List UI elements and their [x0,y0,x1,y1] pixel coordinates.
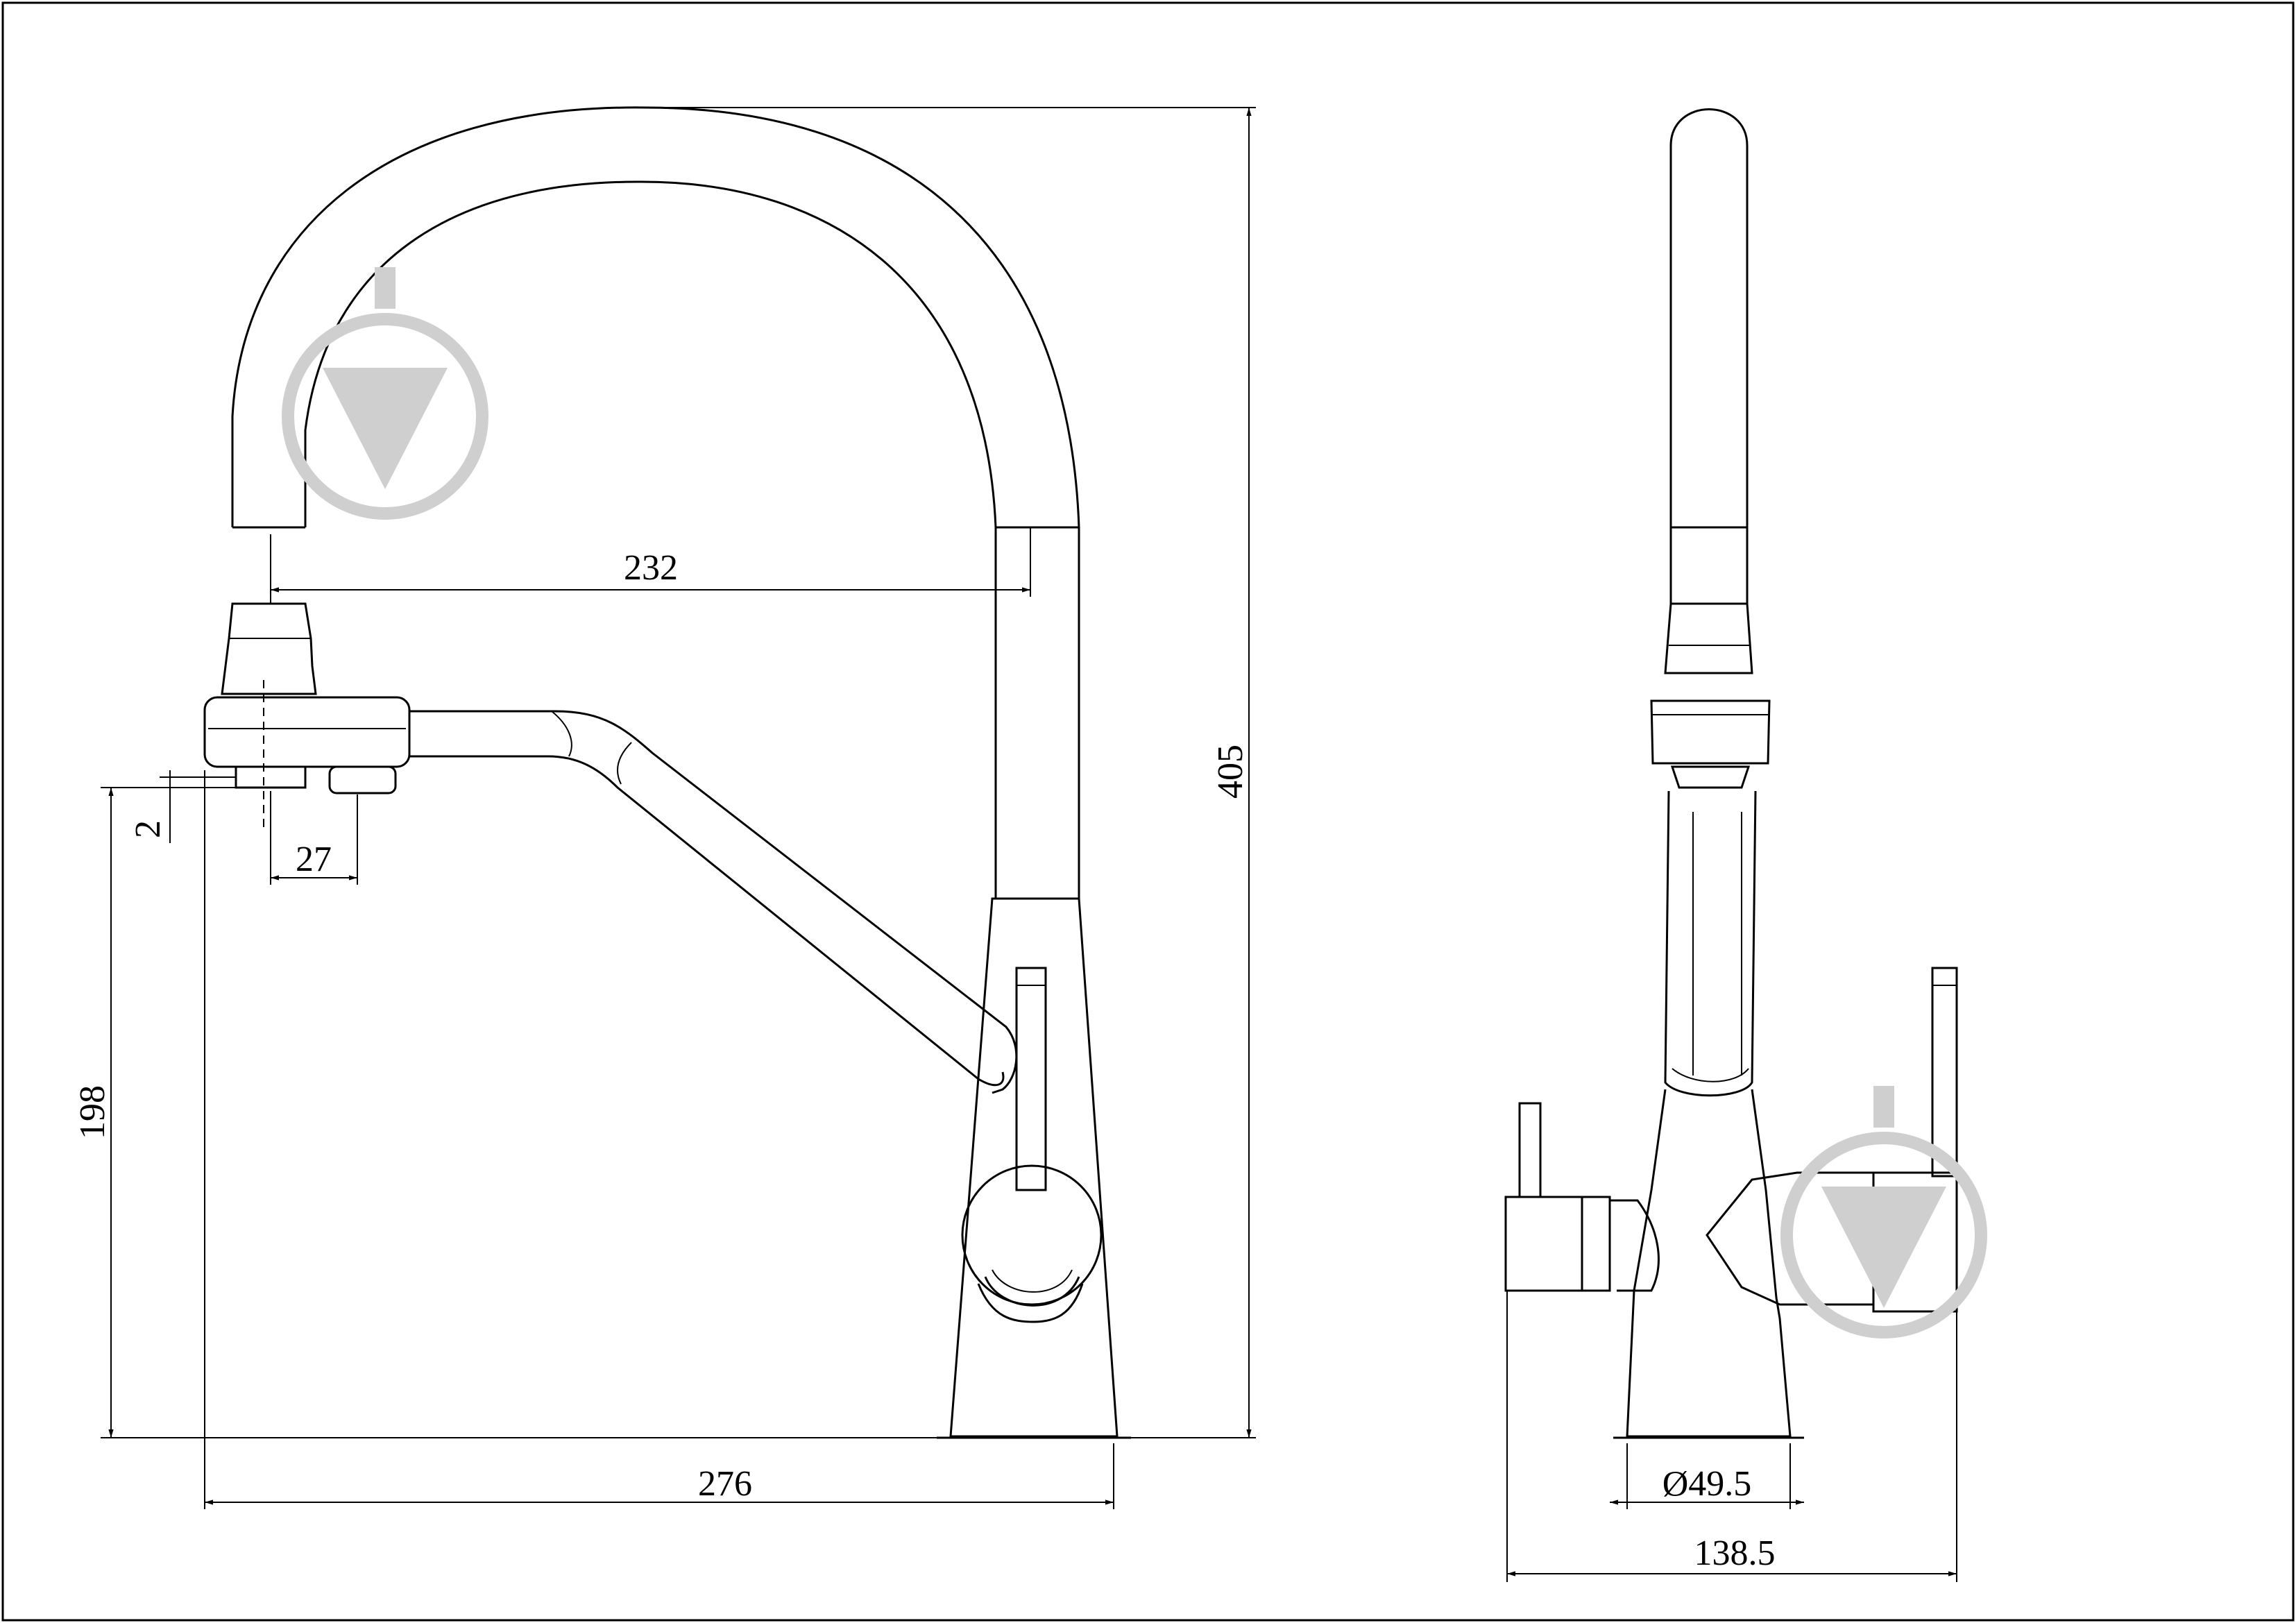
spout-outer-arch [231,106,1080,899]
filter-head [203,696,411,768]
side-left-handle [1504,1196,1583,1292]
dim-offset-2: 2 [128,820,168,838]
side-view [1504,108,1958,1439]
dim-base-diameter: Ø49.5 [1663,1464,1752,1504]
filter-spout [409,710,1018,1094]
side-spout [1669,108,1749,604]
dim-total-height: 405 [1211,745,1250,799]
side-right-lever [1931,967,1958,1178]
side-left-lever [1518,1102,1542,1198]
front-handle-knob [961,1164,1103,1306]
side-filter-head [1650,699,1771,765]
front-dimensions: 232 405 2 27 198 276 [73,107,1256,1509]
front-view [203,106,1131,1439]
dim-total-width: 276 [698,1464,752,1504]
dim-outlet-height: 198 [73,1085,112,1139]
faucet-body [949,897,1119,1438]
hose-collar [221,602,317,695]
droplet-logo-icon [1780,1086,1987,1339]
side-dimensions: Ø49.5 138.5 [1506,1291,1957,1582]
spout-inner-arch [304,180,997,899]
droplet-logo-icon [282,267,488,520]
side-body [1626,1089,1792,1438]
front-lever [1015,967,1047,1191]
dim-side-width: 138.5 [1694,1533,1776,1573]
dim-offset-27: 27 [296,840,332,879]
dim-spout-reach: 232 [624,548,678,588]
